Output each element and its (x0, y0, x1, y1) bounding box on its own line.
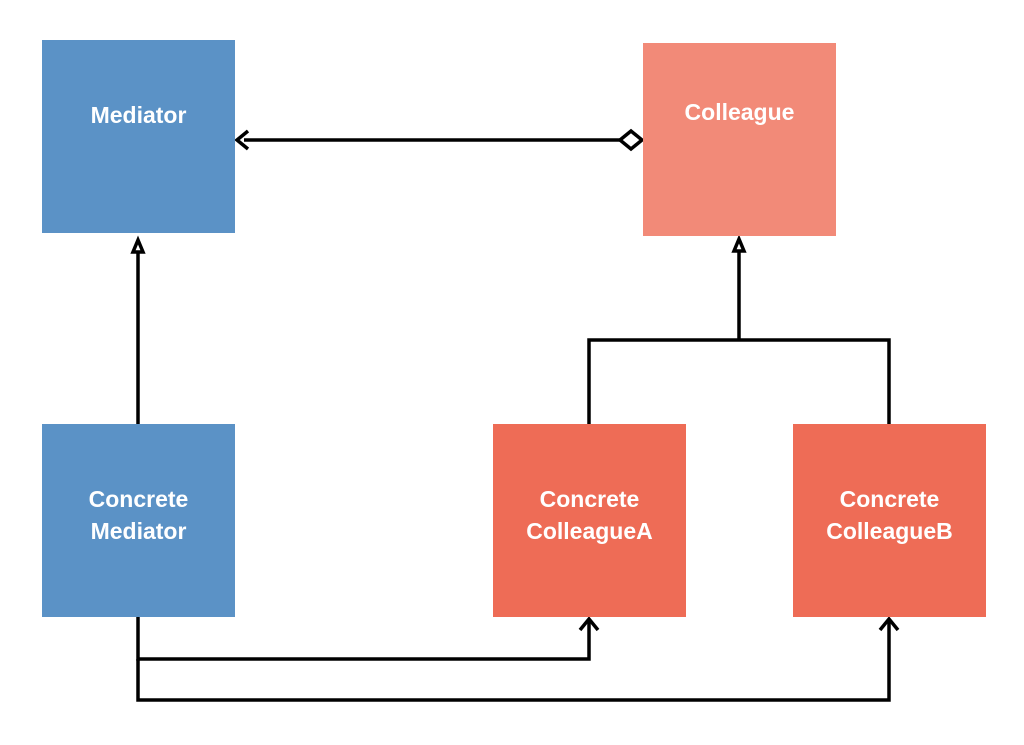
concrete-colleague-a-label-line1: Concrete (539, 485, 640, 512)
edge-colleagues-branch (587, 338, 891, 424)
concrete-colleague-a-label-line2: ColleagueA (526, 517, 653, 544)
edge-concretemediator-to-colleaguea (136, 617, 591, 661)
concrete-colleague-b-label-line2: ColleagueB (826, 517, 953, 544)
inheritance-arrow-mediator (130, 235, 146, 254)
open-arrowhead-colleaguea (578, 616, 600, 632)
mediator-label: Mediator (90, 101, 187, 128)
concrete-colleague-b-box[interactable]: Concrete ColleagueB (793, 424, 986, 617)
colleague-box[interactable]: Colleague (643, 43, 836, 236)
concrete-mediator-box[interactable]: Concrete Mediator (42, 424, 235, 617)
edge-concretemediator-to-colleagueb (136, 621, 891, 702)
concrete-colleague-a-box[interactable]: Concrete ColleagueA (493, 424, 686, 617)
concrete-colleague-b-label-line1: Concrete (839, 485, 940, 512)
aggregation-diamond (617, 128, 645, 152)
open-arrowhead-mediator (234, 129, 250, 151)
concrete-mediator-label-line1: Concrete (88, 485, 189, 512)
mediator-box[interactable]: Mediator (42, 40, 235, 233)
concrete-mediator-label-line2: Mediator (90, 517, 187, 544)
inheritance-arrow-colleague (731, 234, 747, 253)
open-arrowhead-colleagueb (878, 616, 900, 632)
colleague-label: Colleague (684, 98, 795, 125)
